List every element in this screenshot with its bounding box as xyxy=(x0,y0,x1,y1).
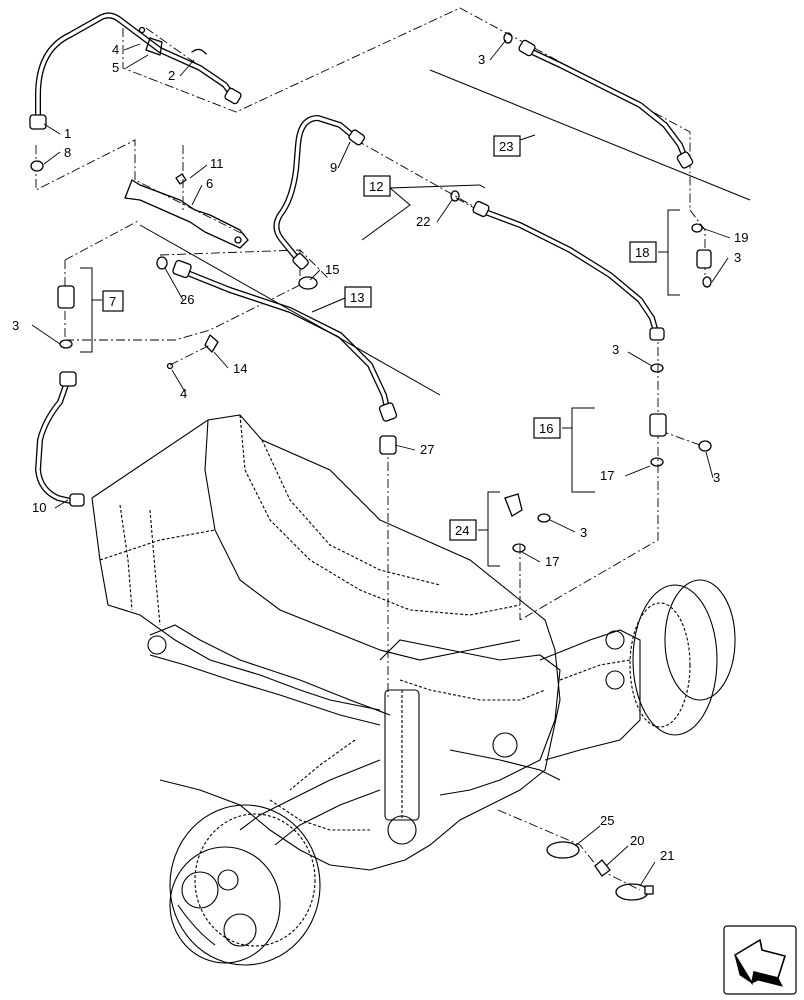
callout-17-upper: 17 xyxy=(600,468,614,483)
callout-20: 20 xyxy=(630,833,644,848)
callout-1: 1 xyxy=(64,126,71,141)
svg-text:13: 13 xyxy=(350,290,364,305)
svg-text:18: 18 xyxy=(635,245,649,260)
callout-3-top: 3 xyxy=(478,52,485,67)
callout-8: 8 xyxy=(64,145,71,160)
callout-19: 19 xyxy=(734,230,748,245)
callout-labels: 4 5 2 1 8 9 11 6 3 10 15 14 4 26 27 3 22… xyxy=(12,42,748,863)
tube-part-9[interactable] xyxy=(273,114,366,270)
boxed-callout-13: 13 xyxy=(344,286,372,308)
boxed-callout-7: 7 xyxy=(102,290,124,312)
callout-5: 5 xyxy=(112,60,119,75)
hose-part-23[interactable] xyxy=(518,39,694,169)
svg-text:24: 24 xyxy=(455,523,469,538)
callout-4-lower: 4 xyxy=(180,386,187,401)
svg-text:23: 23 xyxy=(499,139,513,154)
boxed-callout-24: 24 xyxy=(449,519,477,541)
group-brackets xyxy=(80,69,751,567)
callout-14: 14 xyxy=(233,361,247,376)
callout-3-elbow: 3 xyxy=(580,525,587,540)
callout-10: 10 xyxy=(32,500,46,515)
callout-6: 6 xyxy=(206,176,213,191)
callout-21: 21 xyxy=(660,848,674,863)
boxed-callout-18: 18 xyxy=(629,241,657,263)
callout-26: 26 xyxy=(180,292,194,307)
navigation-arrow-icon[interactable] xyxy=(723,925,797,995)
boxed-callouts: 7 23 12 13 18 16 24 xyxy=(102,135,657,541)
boxed-callout-12: 12 xyxy=(363,175,391,197)
boxed-callout-16: 16 xyxy=(533,417,561,439)
callout-3-right: 3 xyxy=(734,250,741,265)
callout-25: 25 xyxy=(600,813,614,828)
svg-text:7: 7 xyxy=(109,294,116,309)
hose-part-13[interactable] xyxy=(172,259,398,422)
callout-3-tee: 3 xyxy=(713,470,720,485)
callout-27: 27 xyxy=(420,442,434,457)
svg-text:16: 16 xyxy=(539,421,553,436)
tube-part-1[interactable] xyxy=(29,12,242,130)
callout-3-left: 3 xyxy=(12,318,19,333)
bracket-part-6[interactable] xyxy=(124,179,249,249)
routing-lines xyxy=(35,7,706,891)
callout-11: 11 xyxy=(210,156,224,171)
fittings xyxy=(30,26,712,901)
callout-17-lower: 17 xyxy=(545,554,559,569)
front-axle-assembly xyxy=(91,414,736,966)
boxed-callout-23: 23 xyxy=(493,135,521,157)
tube-part-10[interactable] xyxy=(34,371,85,507)
callout-3-mid: 3 xyxy=(612,342,619,357)
svg-text:12: 12 xyxy=(369,179,383,194)
callout-2: 2 xyxy=(168,68,175,83)
hose-part-12[interactable] xyxy=(472,200,665,341)
clamp-part-5[interactable] xyxy=(145,37,163,56)
callout-9: 9 xyxy=(330,160,337,175)
callout-22: 22 xyxy=(416,214,430,229)
callout-15: 15 xyxy=(325,262,339,277)
leader-lines xyxy=(31,39,731,887)
callout-4-top: 4 xyxy=(112,42,119,57)
